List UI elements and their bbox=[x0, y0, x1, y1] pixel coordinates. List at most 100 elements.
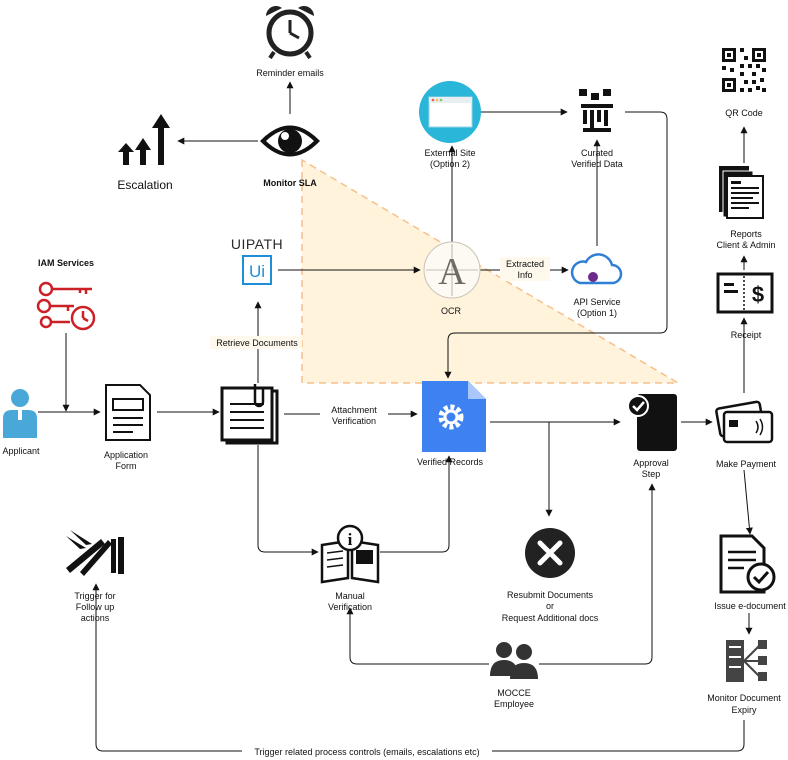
node-make-payment[interactable]: Make Payment bbox=[715, 400, 777, 469]
person-icon bbox=[3, 389, 37, 438]
escalation-arrows-icon bbox=[118, 114, 170, 165]
node-qr-code[interactable]: QR Code bbox=[722, 48, 766, 118]
node-issue-edocument[interactable]: Issue e-document bbox=[714, 534, 786, 611]
edge-trigger-loop bbox=[92, 583, 745, 752]
uipath-label: UIPATH bbox=[231, 236, 283, 252]
employee-line2: Employee bbox=[494, 699, 534, 709]
node-api-service[interactable]: API Service (Option 1) bbox=[570, 253, 623, 318]
resubmit-line1: Resubmit Documents bbox=[507, 590, 594, 600]
trigger-line3: actions bbox=[81, 613, 110, 623]
node-ocr[interactable]: A OCR bbox=[423, 241, 481, 316]
curated-line1: Curated bbox=[581, 148, 613, 158]
network-hub-icon bbox=[726, 640, 767, 682]
qr-code-label: QR Code bbox=[725, 108, 763, 118]
edge-payment-to-issue bbox=[743, 469, 753, 535]
svg-text:$: $ bbox=[752, 282, 764, 307]
reports-stack-icon bbox=[719, 166, 764, 219]
node-reminder[interactable]: Reminder emails bbox=[256, 5, 324, 78]
resubmit-line2: or bbox=[546, 601, 554, 611]
node-monitor-expiry[interactable]: Monitor Document Expiry bbox=[707, 640, 781, 715]
receipt-dollar-icon: $ bbox=[716, 272, 774, 314]
node-receipt[interactable]: $ Receipt bbox=[716, 272, 774, 340]
node-iam-services[interactable]: IAM Services bbox=[36, 258, 96, 331]
edge-label-extracted: Extracted bbox=[506, 259, 544, 269]
node-applicant[interactable]: Applicant bbox=[2, 389, 40, 456]
edge-label-attachment: Attachment bbox=[331, 405, 377, 415]
reminder-label: Reminder emails bbox=[256, 68, 324, 78]
ocr-letter-icon: A bbox=[423, 241, 481, 299]
dominoes-icon bbox=[66, 530, 124, 576]
approval-check-icon bbox=[627, 394, 677, 451]
payment-cards-icon bbox=[715, 400, 774, 444]
approval-line2: Step bbox=[642, 469, 661, 479]
alarm-clock-icon bbox=[266, 5, 314, 60]
employee-line1: MOCCE bbox=[497, 688, 531, 698]
edge-attachments-to-manual bbox=[257, 445, 319, 556]
receipt-label: Receipt bbox=[731, 330, 762, 340]
reports-line2: Client & Admin bbox=[716, 240, 775, 250]
curated-line2: Verified Data bbox=[571, 159, 623, 169]
node-curated[interactable]: Curated Verified Data bbox=[571, 89, 623, 169]
edge-label-info: Info bbox=[517, 270, 532, 280]
app-form-line1: Application bbox=[104, 450, 148, 460]
edge-label-verification: Verification bbox=[332, 416, 376, 426]
iam-label: IAM Services bbox=[38, 258, 94, 268]
trigger-line1: Trigger for bbox=[74, 591, 115, 601]
node-verified-records[interactable]: Verified Records bbox=[417, 381, 486, 467]
api-line2: (Option 1) bbox=[577, 308, 617, 318]
escalation-label: Escalation bbox=[117, 178, 172, 192]
data-filter-icon bbox=[579, 89, 613, 132]
edge-manual-to-verified bbox=[380, 455, 453, 553]
node-trigger[interactable]: Trigger for Follow up actions bbox=[66, 530, 124, 623]
node-escalation[interactable]: Escalation bbox=[117, 114, 173, 192]
node-mocce-employee[interactable]: MOCCE Employee bbox=[490, 642, 538, 709]
manual-line1: Manual bbox=[335, 591, 365, 601]
api-line1: API Service bbox=[573, 297, 620, 307]
info-book-icon: i bbox=[320, 524, 380, 584]
edge-employee-to-manual bbox=[346, 607, 489, 665]
node-attachments[interactable] bbox=[220, 384, 279, 445]
node-resubmit[interactable]: Resubmit Documents or Request Additional… bbox=[502, 528, 599, 623]
node-manual-verification[interactable]: i Manual Verification bbox=[320, 524, 380, 612]
manual-line2: Verification bbox=[328, 602, 372, 612]
expiry-line2: Expiry bbox=[731, 705, 757, 715]
qr-code-icon bbox=[722, 48, 766, 92]
expiry-line1: Monitor Document bbox=[707, 693, 781, 703]
cloud-service-icon bbox=[570, 253, 623, 285]
extracted-label-bg bbox=[500, 257, 550, 281]
monitor-sla-label: Monitor SLA bbox=[263, 178, 317, 188]
x-circle-icon bbox=[525, 528, 575, 578]
retrieve-label-bg bbox=[210, 336, 302, 349]
external-site-line2: (Option 2) bbox=[430, 159, 470, 169]
eye-icon bbox=[260, 125, 320, 157]
resubmit-line3: Request Additional docs bbox=[502, 613, 599, 623]
node-uipath[interactable]: UIPATH Ui bbox=[231, 236, 283, 285]
document-check-icon bbox=[719, 534, 776, 594]
verified-label: Verified Records bbox=[417, 457, 484, 467]
applicant-label: Applicant bbox=[2, 446, 40, 456]
node-external-site[interactable]: External Site (Option 2) bbox=[419, 81, 481, 169]
node-approval[interactable]: Approval Step bbox=[627, 394, 677, 479]
reports-line1: Reports bbox=[730, 229, 762, 239]
trigger-loop-label-bg bbox=[242, 745, 492, 757]
edge-label-retrieve: Retrieve Documents bbox=[216, 338, 298, 348]
payment-label: Make Payment bbox=[716, 459, 777, 469]
edge-label-trigger-loop: Trigger related process controls (emails… bbox=[254, 747, 479, 757]
node-monitor-sla[interactable]: Monitor SLA bbox=[260, 125, 320, 189]
trigger-line2: Follow up bbox=[76, 602, 115, 612]
ocr-label: OCR bbox=[441, 306, 462, 316]
node-application-form[interactable]: Application Form bbox=[104, 384, 151, 471]
clipboard-paperclip-icon bbox=[220, 384, 279, 445]
keys-clock-icon bbox=[36, 281, 96, 331]
app-form-line2: Form bbox=[116, 461, 137, 471]
form-document-icon bbox=[105, 384, 151, 441]
browser-window-icon bbox=[419, 81, 481, 143]
attachment-label-bg bbox=[320, 403, 388, 427]
people-icon bbox=[490, 642, 538, 679]
issue-label: Issue e-document bbox=[714, 601, 786, 611]
node-reports[interactable]: Reports Client & Admin bbox=[716, 166, 776, 250]
external-site-line1: External Site bbox=[424, 148, 475, 158]
gear-document-icon bbox=[422, 381, 486, 452]
approval-line1: Approval bbox=[633, 458, 669, 468]
person-collar bbox=[18, 410, 22, 420]
